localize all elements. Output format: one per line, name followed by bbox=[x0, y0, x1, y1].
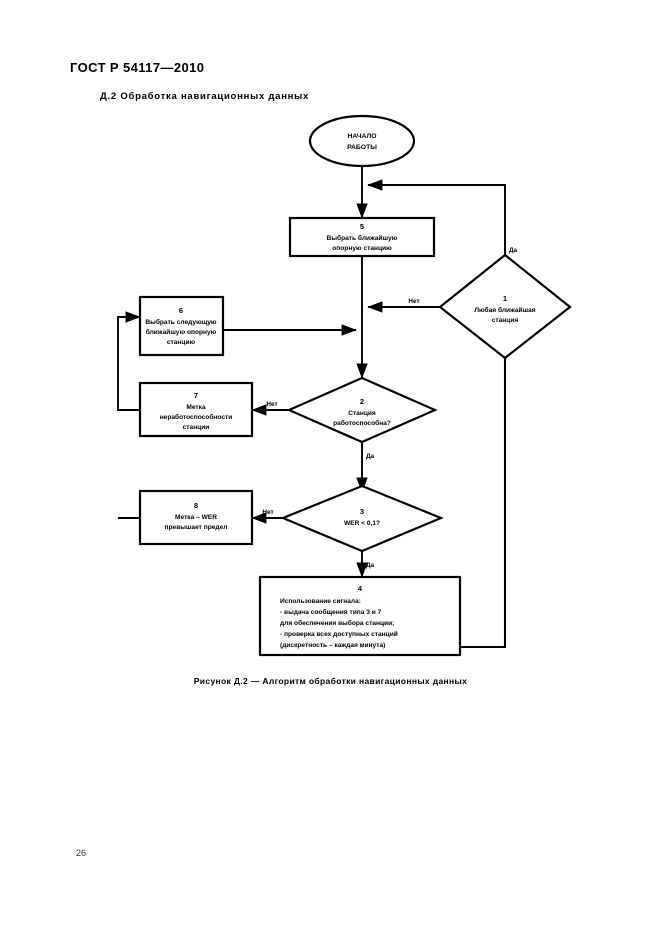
node-7-number: 7 bbox=[194, 391, 198, 400]
node-2-line-1: Станция bbox=[348, 410, 376, 417]
node-8-line-2: превышает предел bbox=[165, 524, 228, 531]
node-process-4: 4 Использование сигнала: - выдача сообще… bbox=[258, 575, 462, 657]
node-4-line-3: для обеспечения выбора станции; bbox=[280, 619, 394, 627]
node-4-line-5: (дискретность – каждая минута) bbox=[280, 642, 385, 649]
node-6-line-2: ближайшую опорную bbox=[146, 328, 217, 336]
figure-caption: Рисунок Д.2 — Алгоритм обработки навигац… bbox=[193, 676, 468, 686]
node-1-line-2: станция bbox=[492, 317, 519, 324]
node-5-line-2: опорную станцию bbox=[332, 245, 392, 252]
flowchart-diagram: НАЧАЛО РАБОТЫ 5 Выбрать ближайшую опорну… bbox=[0, 110, 661, 680]
node-6-number: 6 bbox=[179, 306, 183, 315]
node-7-line-1: Метка bbox=[186, 404, 206, 411]
start-line-1: НАЧАЛО bbox=[347, 133, 376, 140]
node-5-line-1: Выбрать ближайшую bbox=[327, 234, 398, 242]
page-number: 26 bbox=[76, 848, 87, 858]
node-6-line-3: станцию bbox=[167, 339, 196, 346]
node-5-number: 5 bbox=[360, 222, 364, 231]
node-decision-3: 3 WER < 0,1? bbox=[280, 484, 444, 553]
node-4-line-2: - выдача сообщения типа 3 и 7 bbox=[280, 608, 382, 616]
node-3-line-1: WER < 0,1? bbox=[344, 520, 380, 527]
node-process-5: 5 Выбрать ближайшую опорную станцию bbox=[288, 216, 436, 258]
node-1-line-1: Любая ближайшая bbox=[474, 306, 535, 314]
start-line-2: РАБОТЫ bbox=[347, 144, 377, 151]
node-decision-2: 2 Станция работоспособна? bbox=[286, 376, 438, 444]
node-process-7: 7 Метка неработоспособности станции bbox=[138, 381, 254, 438]
node-3-number: 3 bbox=[360, 507, 364, 516]
node-8-line-1: Метка – WER bbox=[175, 514, 217, 521]
node-4-number: 4 bbox=[358, 584, 363, 593]
node-1-number: 1 bbox=[503, 294, 507, 303]
edge-label-1-no: Нет bbox=[408, 298, 419, 305]
standard-header: ГОСТ Р 54117—2010 bbox=[70, 60, 205, 75]
node-decision-1: 1 Любая ближайшая станция bbox=[438, 253, 572, 360]
edge-label-2-no: Нет bbox=[266, 401, 277, 408]
node-7-line-3: станции bbox=[183, 424, 210, 431]
node-process-8: 8 Метка – WER превышает предел bbox=[138, 489, 254, 546]
node-process-6: 6 Выбрать следующую ближайшую опорную ст… bbox=[138, 295, 225, 357]
edge-label-2-yes: Да bbox=[366, 453, 375, 460]
connector-lines bbox=[117, 167, 507, 649]
edge-label-3-no: Нет bbox=[262, 509, 273, 516]
clause-title: Д.2 Обработка навигационных данных bbox=[100, 91, 310, 102]
node-6-line-1: Выбрать следующую bbox=[145, 318, 217, 326]
edge-7-to-6 bbox=[117, 311, 141, 411]
node-4-line-4: - проверка всех доступных станций bbox=[280, 630, 398, 638]
node-4-line-1: Использование сигнала: bbox=[280, 598, 361, 605]
edge-label-1-yes: Да bbox=[509, 247, 518, 254]
edge-1-bottom-rail bbox=[460, 358, 507, 649]
edge-1-yes-return bbox=[367, 179, 506, 255]
node-2-line-2: работоспособна? bbox=[333, 419, 391, 427]
edge-label-3-yes: Да bbox=[366, 562, 375, 569]
node-2-number: 2 bbox=[360, 397, 364, 406]
node-8-number: 8 bbox=[194, 501, 198, 510]
node-7-line-2: неработоспособности bbox=[160, 413, 233, 421]
node-start: НАЧАЛО РАБОТЫ bbox=[308, 114, 416, 168]
